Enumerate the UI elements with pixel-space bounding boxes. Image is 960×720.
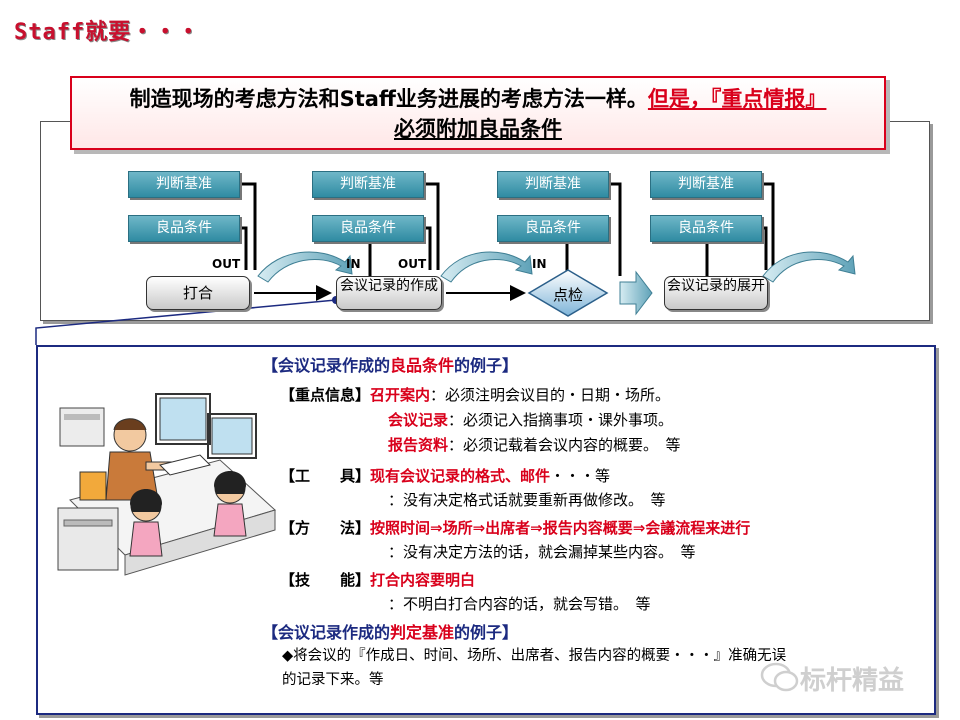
step-minutes-expand: 会议记录的展开 — [664, 276, 768, 310]
criteria-line-1: ◆将会议的『作成日、时间、场所、出席者、报告内容的概要・・・』准确无误 — [282, 648, 787, 664]
example-row: 【工 具】现有会议记录的格式、邮件・・・等 — [280, 464, 610, 488]
callout-text-1: 制造现场的考虑方法和Staff业务进展的考虑方法一样。 — [129, 87, 648, 111]
criteria-label-2: 判断基准 — [312, 171, 424, 198]
principle-callout: 制造现场的考虑方法和Staff业务进展的考虑方法一样。但是，『重点情报』 必须附… — [70, 76, 886, 150]
row-highlight: 召开案内 — [370, 386, 431, 404]
row-highlight: 现有会议记录的格式、邮件 — [370, 467, 551, 485]
row-highlight: 打合内容要明白 — [370, 571, 476, 589]
section1-title-pre: 【会议记录作成的 — [262, 356, 391, 375]
office-illustration — [57, 393, 276, 576]
row-label: 【技 能】 — [280, 571, 371, 589]
row-highlight: 报告资料 — [388, 436, 449, 454]
example-row: ：没有决定方法的话，就会漏掉某些内容。 等 — [388, 540, 696, 564]
example-row: 【方 法】按照时间⇒场所⇒出席者⇒报告内容概要⇒会議流程来进行 — [280, 516, 750, 540]
section2-title: 【会议记录作成的判定基准的例子】 — [262, 619, 518, 643]
section1-title-post: 的例子】 — [454, 356, 519, 375]
step-check-label: 点检 — [552, 286, 583, 304]
section1-title-red: 良品条件 — [390, 356, 455, 375]
in-label-2: IN — [346, 257, 361, 271]
example-row: 报告资料：必须记载着会议内容的概要。 等 — [388, 433, 681, 457]
row-label: 【工 具】 — [280, 467, 371, 485]
row-text: ：没有决定方法的话，就会漏掉某些内容。 等 — [388, 543, 696, 561]
step-minutes-make: 会议记录的作成 — [336, 276, 442, 310]
row-highlight: 会议记录 — [388, 411, 449, 429]
flow-connectors — [35, 182, 856, 345]
criteria-label-3: 判断基准 — [497, 171, 609, 198]
section2-title-pre: 【会议记录作成的 — [262, 623, 391, 642]
criteria-label-4: 判断基准 — [650, 171, 762, 198]
example-row: ：不明白打合内容的话，就会写错。 等 — [388, 592, 651, 616]
condition-label-4: 良品条件 — [650, 215, 762, 242]
section2-title-post: 的例子】 — [454, 623, 519, 642]
callout-text-red: 但是，『重点情报』 — [647, 87, 827, 111]
step-check-diamond — [527, 269, 609, 317]
row-text: ：必须记入指摘事项・课外事项。 — [448, 411, 674, 429]
condition-label-1: 良品条件 — [128, 215, 240, 242]
section2-title-red: 判定基准 — [390, 623, 455, 642]
row-text: ：必须记载着会议内容的概要。 等 — [448, 436, 681, 454]
row-label: 【方 法】 — [280, 519, 371, 537]
example-row: 【重点信息】召开案内：必须注明会议目的・日期・场所。 — [280, 383, 670, 407]
row-highlight: 按照时间⇒场所⇒出席者⇒报告内容概要⇒会議流程来进行 — [370, 519, 751, 537]
out-label-1: OUT — [212, 257, 241, 271]
criteria-line-2: 的记录下来。等 — [282, 672, 384, 688]
row-text: ：不明白打合内容的话，就会写错。 等 — [388, 595, 651, 613]
example-row: ：没有决定格式话就要重新再做修改。 等 — [388, 488, 666, 512]
row-text: ・・・等 — [550, 467, 611, 485]
page-heading: Staff就要・・・ — [14, 20, 201, 45]
watermark-text: 标杆精益 — [800, 666, 905, 696]
callout-text-2: 必须附加良品条件 — [394, 117, 562, 141]
wechat-icon — [760, 662, 799, 692]
row-text: ：必须注明会议目的・日期・场所。 — [430, 386, 671, 404]
example-row: 会议记录：必须记入指摘事项・课外事项。 — [388, 408, 673, 432]
out-label-2: OUT — [398, 257, 427, 271]
row-text: ：没有决定格式话就要重新再做修改。 等 — [388, 491, 666, 509]
example-row: 【技 能】打合内容要明白 — [280, 568, 475, 592]
criteria-label-1: 判断基准 — [128, 171, 240, 198]
condition-label-3: 良品条件 — [497, 215, 609, 242]
section1-title: 【会议记录作成的良品条件的例子】 — [262, 352, 518, 376]
condition-label-2: 良品条件 — [312, 215, 424, 242]
step-meeting: 打合 — [146, 276, 250, 310]
row-label: 【重点信息】 — [280, 386, 371, 404]
in-label-3: IN — [532, 257, 547, 271]
